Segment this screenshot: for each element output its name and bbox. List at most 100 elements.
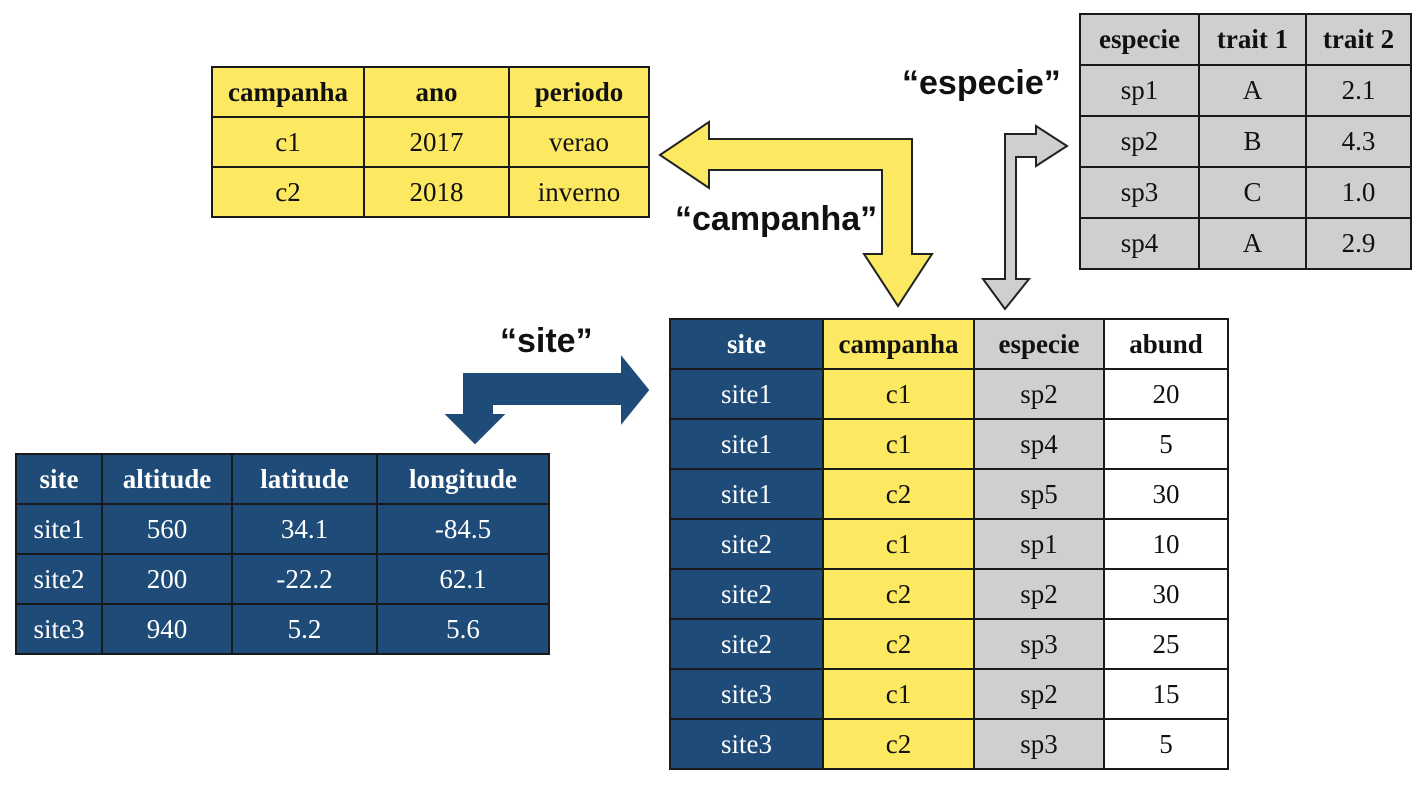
table-cell: 5.6 [376, 603, 550, 655]
table-header-row: campanha ano periodo [211, 66, 650, 118]
table-cell: sp5 [973, 468, 1105, 520]
table-cell: inverno [508, 166, 650, 218]
table-cell: 2017 [363, 116, 510, 168]
table-header-cell: abund [1103, 318, 1229, 370]
table-cell: site1 [669, 418, 824, 470]
table-cell: site3 [15, 603, 103, 655]
table-cell: 2.1 [1305, 64, 1412, 117]
table-cell: 1.0 [1305, 166, 1412, 219]
table-header-cell: trait 2 [1305, 13, 1412, 66]
table-cell: 15 [1103, 668, 1229, 720]
table-cell: sp2 [1079, 115, 1200, 168]
main-data-table: site campanha especie abund site1 c1 sp2… [669, 318, 1229, 770]
table-cell: 2.9 [1305, 217, 1412, 270]
table-cell: site1 [669, 368, 824, 420]
table-cell: 30 [1103, 568, 1229, 620]
table-row: site3 c2 sp3 5 [669, 718, 1229, 770]
table-header-cell: site [15, 453, 103, 505]
table-cell: 62.1 [376, 553, 550, 605]
table-row: sp4 A 2.9 [1079, 217, 1412, 270]
campanha-table: campanha ano periodo c1 2017 verao c2 20… [211, 66, 650, 218]
table-cell: 25 [1103, 618, 1229, 670]
table-row: site3 940 5.2 5.6 [15, 603, 550, 655]
table-row: site1 c1 sp4 5 [669, 418, 1229, 470]
table-cell: site2 [15, 553, 103, 605]
table-cell: sp2 [973, 568, 1105, 620]
table-cell: c2 [822, 568, 975, 620]
table-cell: c2 [822, 718, 975, 770]
table-cell: site2 [669, 568, 824, 620]
table-cell: -84.5 [376, 503, 550, 555]
campanha-link-arrow [658, 120, 934, 308]
table-cell: sp1 [1079, 64, 1200, 117]
table-row: site3 c1 sp2 15 [669, 668, 1229, 720]
table-cell: c2 [822, 618, 975, 670]
table-cell: verao [508, 116, 650, 168]
table-cell: sp3 [1079, 166, 1200, 219]
table-cell: sp1 [973, 518, 1105, 570]
table-header-row: site altitude latitude longitude [15, 453, 550, 505]
especie-table: especie trait 1 trait 2 sp1 A 2.1 sp2 B … [1079, 13, 1412, 270]
table-cell: 4.3 [1305, 115, 1412, 168]
table-cell: 5 [1103, 418, 1229, 470]
table-cell: c2 [822, 468, 975, 520]
table-cell: sp3 [973, 618, 1105, 670]
table-cell: c1 [822, 668, 975, 720]
site-key-label: “site” [500, 322, 593, 360]
table-row: site2 c1 sp1 10 [669, 518, 1229, 570]
table-row: site1 c2 sp5 30 [669, 468, 1229, 520]
table-cell: -22.2 [231, 553, 378, 605]
table-cell: c1 [211, 116, 365, 168]
table-header-cell: trait 1 [1198, 13, 1307, 66]
table-cell: A [1198, 217, 1307, 270]
table-cell: 5.2 [231, 603, 378, 655]
table-row: sp1 A 2.1 [1079, 64, 1412, 117]
table-header-cell: campanha [211, 66, 365, 118]
table-cell: c1 [822, 368, 975, 420]
table-header-row: site campanha especie abund [669, 318, 1229, 370]
table-header-cell: especie [1079, 13, 1200, 66]
especie-key-label: “especie” [902, 64, 1061, 102]
table-cell: C [1198, 166, 1307, 219]
table-row: site1 560 34.1 -84.5 [15, 503, 550, 555]
table-cell: 940 [101, 603, 233, 655]
campanha-key-label: “campanha” [675, 200, 878, 238]
table-header-cell: periodo [508, 66, 650, 118]
table-header-cell: campanha [822, 318, 975, 370]
table-cell: sp4 [1079, 217, 1200, 270]
table-header-cell: ano [363, 66, 510, 118]
table-cell: site1 [15, 503, 103, 555]
table-header-row: especie trait 1 trait 2 [1079, 13, 1412, 66]
table-cell: site3 [669, 668, 824, 720]
table-cell: 34.1 [231, 503, 378, 555]
table-cell: site2 [669, 518, 824, 570]
site-link-arrow [444, 355, 650, 445]
table-row: site2 c2 sp3 25 [669, 618, 1229, 670]
table-cell: c1 [822, 418, 975, 470]
table-header-cell: longitude [376, 453, 550, 505]
table-cell: c2 [211, 166, 365, 218]
table-cell: 5 [1103, 718, 1229, 770]
table-cell: sp2 [973, 668, 1105, 720]
table-row: c2 2018 inverno [211, 166, 650, 218]
table-row: c1 2017 verao [211, 116, 650, 168]
table-row: site2 c2 sp2 30 [669, 568, 1229, 620]
table-cell: 30 [1103, 468, 1229, 520]
table-cell: B [1198, 115, 1307, 168]
table-cell: 200 [101, 553, 233, 605]
table-cell: 560 [101, 503, 233, 555]
table-row: site1 c1 sp2 20 [669, 368, 1229, 420]
table-cell: sp4 [973, 418, 1105, 470]
table-header-cell: altitude [101, 453, 233, 505]
especie-link-arrow [981, 124, 1069, 311]
table-header-cell: especie [973, 318, 1105, 370]
table-header-cell: site [669, 318, 824, 370]
table-row: site2 200 -22.2 62.1 [15, 553, 550, 605]
table-cell: c1 [822, 518, 975, 570]
table-cell: 20 [1103, 368, 1229, 420]
table-cell: sp2 [973, 368, 1105, 420]
table-cell: site2 [669, 618, 824, 670]
site-table: site altitude latitude longitude site1 5… [15, 453, 550, 655]
table-cell: sp3 [973, 718, 1105, 770]
